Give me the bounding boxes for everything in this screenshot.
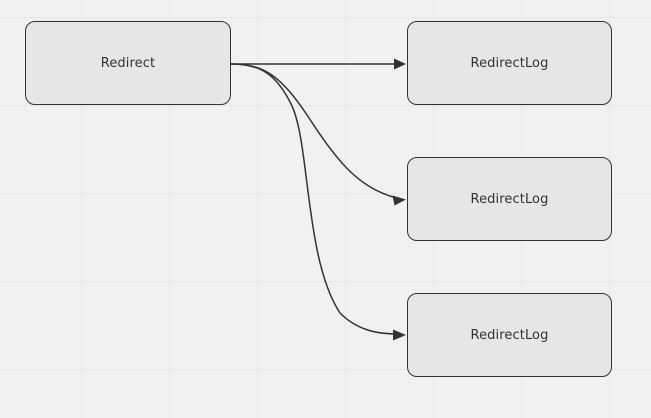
arrowhead-icon	[392, 195, 406, 206]
node-label: RedirectLog	[470, 327, 549, 343]
edge-redirect-to-redirectlog-3[interactable]	[230, 63, 406, 341]
edge-redirect-to-redirectlog-2[interactable]	[230, 63, 406, 206]
node-redirectlog-3[interactable]: RedirectLog	[407, 293, 612, 377]
node-label: RedirectLog	[470, 55, 549, 71]
arrowhead-icon	[394, 58, 406, 70]
node-redirectlog-1[interactable]: RedirectLog	[407, 21, 612, 105]
edge-redirect-to-redirectlog-1[interactable]	[231, 58, 406, 70]
node-redirectlog-2[interactable]: RedirectLog	[407, 157, 612, 241]
edge-path-2	[230, 63, 398, 199]
node-label: Redirect	[100, 55, 156, 71]
node-label: RedirectLog	[470, 191, 549, 207]
arrowhead-icon	[393, 329, 406, 341]
node-redirect[interactable]: Redirect	[25, 21, 231, 105]
edge-path-3	[230, 63, 398, 335]
